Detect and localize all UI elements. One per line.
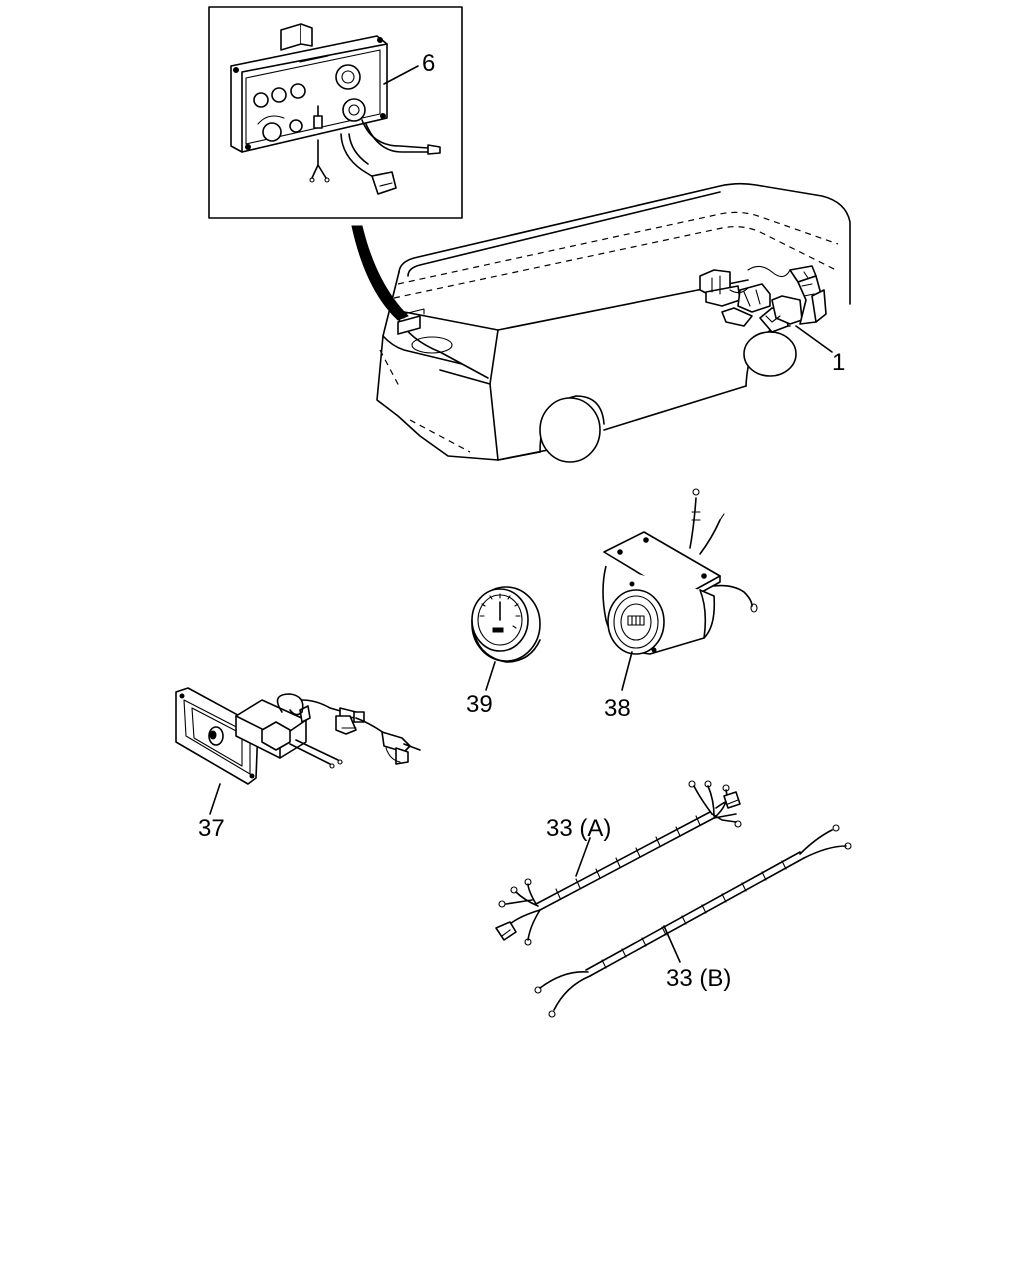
callout-39: 39 [466,691,493,718]
harness-33b: 33 (B) [534,824,852,1018]
callout-33b: 33 (B) [666,965,731,992]
leader-38 [621,651,633,691]
leader-6 [383,65,419,85]
harness-33a: 33 (A) [495,780,742,946]
callout-33a: 33 (A) [546,815,611,842]
toggle-switch [313,105,323,129]
leader-39 [485,661,496,691]
device-38: 38 [602,488,758,722]
leader-33a [575,837,591,877]
front-wheel [539,395,605,463]
callout-38: 38 [604,695,631,722]
callout-37: 37 [198,815,225,842]
temperature-sensor [335,707,421,765]
control-panel-inset: 6 [208,6,463,219]
leader-1 [795,325,833,353]
leader-33b [663,925,681,963]
panel-knobs [253,64,366,142]
switch-assembly-37: 37 [175,687,421,842]
leader-37 [209,783,221,815]
component-cluster [699,265,827,333]
rear-wheel [743,325,797,387]
detail-pointer [351,225,409,321]
panel-wiring [309,119,441,195]
control-panel [230,23,441,195]
callout-1: 1 [832,349,845,376]
gauge-39: 39 [466,586,541,718]
callout-6: 6 [422,50,435,77]
vehicle-bus: 1 [376,182,851,463]
